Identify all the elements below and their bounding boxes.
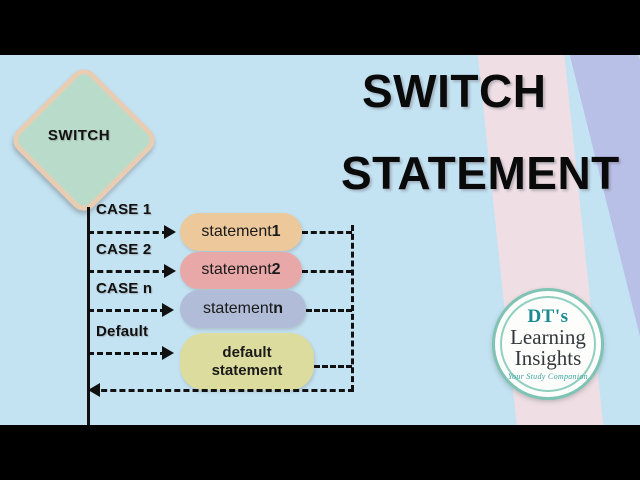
statement-pill-default-line1: default <box>222 344 272 362</box>
statement-pill-default-line2: statement <box>211 361 283 379</box>
merge-return-line <box>92 389 354 392</box>
flow-spine <box>87 207 90 425</box>
channel-logo-badge: DT's Learning Insights Your Study Compan… <box>492 288 604 400</box>
title-line-statement: STATEMENT <box>341 147 620 199</box>
merge-arrow-icon <box>88 383 100 397</box>
case-label-3: CASE n <box>96 280 153 297</box>
return-line-2 <box>302 270 352 273</box>
logo-brand-initials: DT's <box>527 305 569 327</box>
decision-diamond-label: SWITCH <box>47 126 111 144</box>
return-line-3 <box>306 309 352 312</box>
branch-arrow-icon-2 <box>164 264 176 278</box>
statement-pill-emphasis-2: 2 <box>271 261 281 279</box>
branch-line-3 <box>88 309 166 312</box>
statement-pill-3: statement n <box>180 290 306 328</box>
return-rail <box>351 225 354 391</box>
logo-ring <box>500 296 596 392</box>
branch-arrow-icon-3 <box>162 303 174 317</box>
logo-brand-line1: Learning <box>510 324 586 349</box>
return-line-1 <box>302 231 352 234</box>
statement-pill-default: default statement <box>180 333 314 390</box>
statement-pill-emphasis-3: n <box>273 299 284 317</box>
branch-arrow-icon-default <box>162 346 174 360</box>
statement-pill-emphasis-1: 1 <box>271 222 281 240</box>
statement-pill-text-1: statement <box>201 222 272 240</box>
statement-pill-text-2: statement <box>201 261 272 279</box>
slide-canvas: SWITCH STATEMENT SWITCH CASE 1 statement… <box>0 55 640 425</box>
branch-arrow-icon-1 <box>164 225 176 239</box>
branch-line-default <box>88 352 166 355</box>
case-label-2: CASE 2 <box>96 241 152 258</box>
letterbox-bottom <box>0 425 640 480</box>
branch-line-1 <box>88 231 168 234</box>
letterbox-top <box>0 0 640 55</box>
logo-tagline: Your Study Companion <box>508 372 588 382</box>
statement-pill-text-3: statement <box>202 299 274 317</box>
title-line-switch: SWITCH <box>362 65 547 117</box>
branch-line-2 <box>88 270 168 273</box>
logo-brand-line2: Insights <box>514 346 582 370</box>
case-label-default: Default <box>96 323 149 340</box>
return-line-default <box>314 365 352 368</box>
case-label-1: CASE 1 <box>96 201 152 218</box>
